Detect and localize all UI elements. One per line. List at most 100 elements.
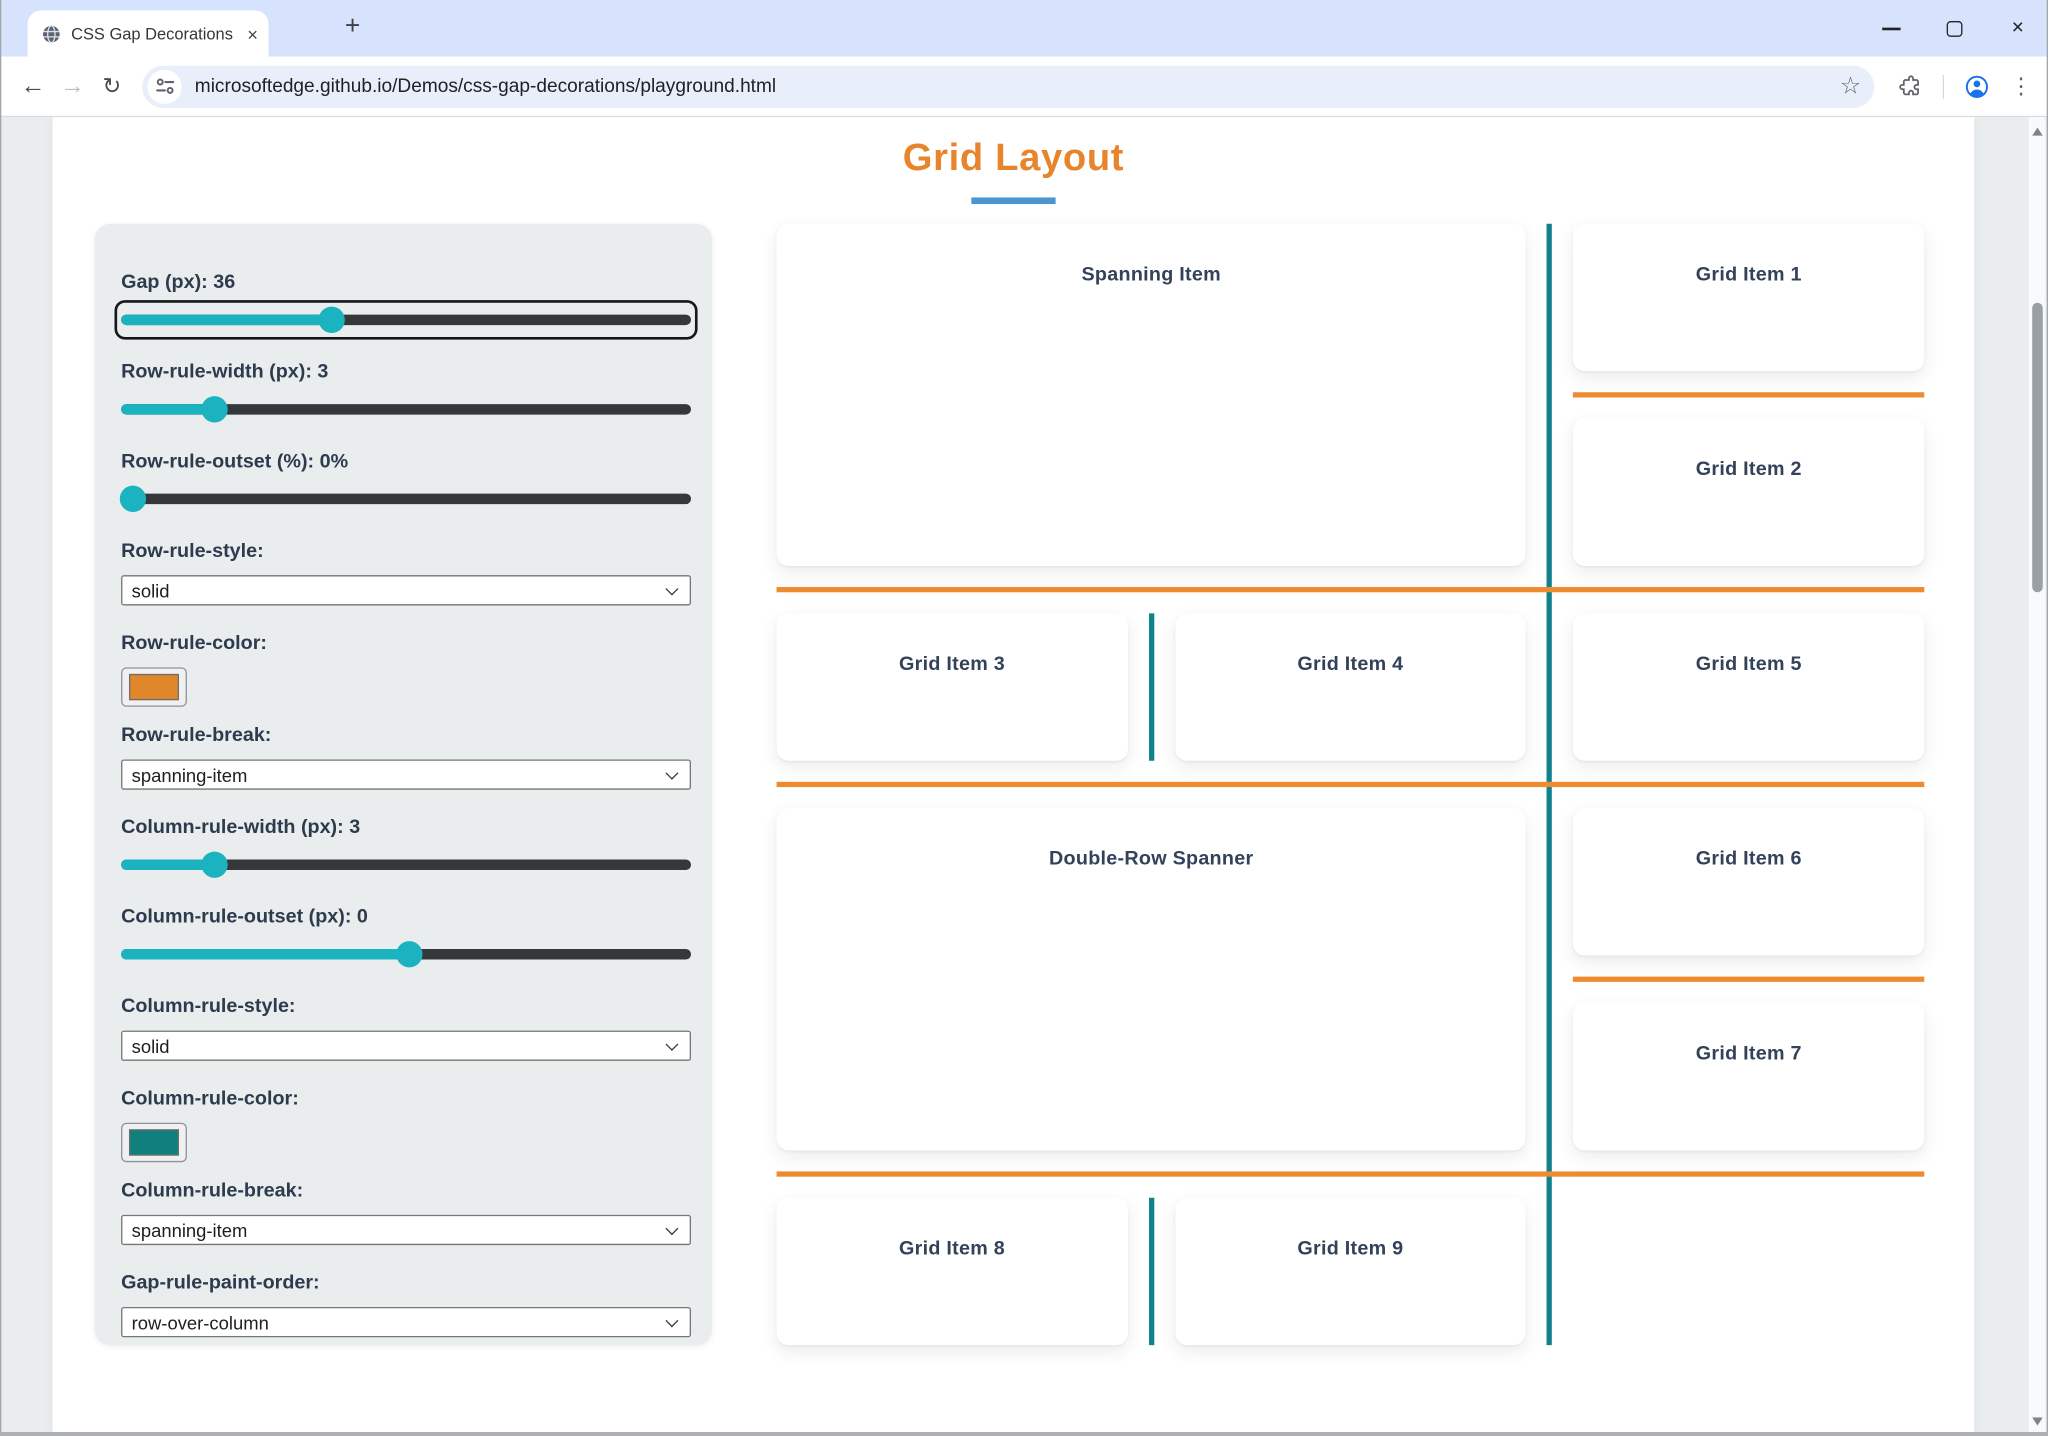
row-rule-color-picker-button[interactable] [121, 667, 187, 707]
row-rule-color-swatch [128, 673, 180, 701]
row-rule-break-value: spanning-item [131, 764, 248, 786]
new-tab-button[interactable]: + [344, 11, 361, 41]
scrollbar[interactable] [2026, 117, 2046, 1436]
row-rule [1572, 976, 1925, 982]
window-maximize-button[interactable] [1945, 19, 1963, 37]
row-rule-outset-slider-thumb[interactable] [119, 485, 146, 513]
row-rule-style-select[interactable]: solid [121, 575, 692, 606]
column-rule-break-label: Column-rule-break: [121, 1179, 304, 1202]
chevron-down-icon [665, 1314, 679, 1328]
row-rule [776, 781, 1925, 788]
browser-toolbar: ← → ↻ microsoftedge.github.io/Demos/css-… [0, 56, 2048, 118]
column-rule-color-label: Column-rule-color: [121, 1087, 299, 1110]
gap-rule-paint-order-label: Gap-rule-paint-order: [121, 1271, 320, 1294]
window-controls: × [1882, 0, 2048, 57]
column-rule-outset-slider-fill [121, 948, 409, 960]
back-icon[interactable]: ← [20, 71, 46, 100]
row-rule-outset-slider-track [121, 493, 692, 505]
column-rule-width-slider-track [121, 859, 692, 871]
column-rule-color-swatch [128, 1129, 180, 1156]
row-rule [776, 1171, 1925, 1177]
row-rule-width-label: Row-rule-width (px): 3 [121, 360, 329, 384]
toolbar-right-cluster: ⋮ [1898, 73, 2032, 99]
bookmark-star-icon[interactable]: ☆ [1839, 72, 1862, 99]
maximize-icon [1946, 20, 1963, 37]
gap-slider-thumb[interactable] [318, 306, 346, 333]
globe-favicon-icon [41, 23, 62, 44]
page-title: Grid Layout [902, 136, 1125, 180]
row-rule-break-select[interactable]: spanning-item [121, 759, 692, 790]
column-rule-width-slider-fill [121, 859, 216, 871]
tab-strip: CSS Gap Decorations playgroun × + × [0, 0, 2048, 57]
column-rule-outset-label: Column-rule-outset (px): 0 [121, 905, 368, 928]
window-close-button[interactable]: × [2011, 16, 2024, 39]
window-edge [0, 0, 2, 1436]
url-text: microsoftedge.github.io/Demos/css-gap-de… [194, 75, 777, 97]
menu-kebab-icon[interactable]: ⋮ [2009, 73, 2033, 99]
row-rule-width-slider[interactable] [121, 396, 692, 423]
row-rule-outset-slider[interactable] [119, 485, 692, 513]
column-rule-break-value: spanning-item [131, 1219, 248, 1241]
grid-item: Grid Item 9 [1174, 1197, 1526, 1346]
window-edge [0, 1432, 2048, 1436]
site-settings-icon[interactable] [147, 69, 182, 104]
column-rule-style-value: solid [131, 1035, 170, 1057]
reload-icon[interactable]: ↻ [102, 73, 122, 99]
grid-item: Grid Item 2 [1573, 418, 1925, 566]
row-rule-width-slider-thumb[interactable] [201, 396, 229, 423]
grid-item: Grid Item 3 [776, 613, 1128, 761]
row-rule [1572, 392, 1925, 398]
page-content: Grid Layout Gap (px): 36 Row-rule-width (… [0, 117, 2048, 1436]
forward-icon[interactable]: → [59, 71, 85, 100]
row-rule-style-label: Row-rule-style: [121, 539, 264, 563]
grid-item: Grid Item 6 [1573, 808, 1925, 956]
minimize-icon [1882, 26, 1901, 30]
column-rule [1149, 613, 1155, 761]
grid-item: Grid Item 1 [1573, 223, 1925, 372]
gap-rule-paint-order-value: row-over-column [131, 1311, 269, 1333]
scrollbar-thumb[interactable] [2031, 302, 2043, 593]
row-rule-style-value: solid [131, 579, 170, 601]
gap-rule-paint-order-select[interactable]: row-over-column [121, 1306, 692, 1338]
column-rule-width-label: Column-rule-width (px): 3 [121, 816, 361, 839]
title-underline [971, 197, 1056, 205]
column-rule [1149, 1197, 1155, 1346]
profile-avatar-icon[interactable] [1964, 73, 1990, 99]
column-rule-outset-slider[interactable] [121, 941, 692, 968]
gap-slider-fill [121, 314, 332, 326]
window-minimize-button[interactable] [1882, 19, 1901, 37]
gap-slider[interactable] [114, 300, 698, 340]
column-rule-break-select[interactable]: spanning-item [121, 1214, 692, 1246]
column-rule-style-select[interactable]: solid [121, 1030, 692, 1061]
scroll-up-arrow-icon[interactable] [2032, 127, 2043, 136]
scroll-down-arrow-icon[interactable] [2032, 1417, 2043, 1426]
window-edge [2046, 0, 2048, 1436]
row-rule-break-label: Row-rule-break: [121, 723, 272, 747]
gap-label: Gap (px): 36 [121, 271, 236, 294]
row-rule-width-slider-fill [121, 404, 216, 415]
grid-item: Spanning Item [776, 223, 1526, 566]
column-rule-color-picker-button[interactable] [121, 1122, 187, 1163]
browser-tab[interactable]: CSS Gap Decorations playgroun × [27, 10, 269, 57]
row-rule [776, 587, 1925, 593]
gap-slider-track [121, 314, 692, 326]
grid-item: Grid Item 8 [776, 1197, 1128, 1346]
column-rule-width-slider-thumb[interactable] [201, 851, 229, 878]
column-rule-outset-slider-thumb[interactable] [395, 941, 423, 968]
extensions-puzzle-icon[interactable] [1898, 74, 1923, 99]
grid-layout-demo: Spanning Item Grid Item 1 Grid Item 2 Grid … [776, 223, 1925, 1346]
page-sheet: Grid Layout Gap (px): 36 Row-rule-width (… [52, 117, 1975, 1436]
toolbar-divider [1942, 74, 1945, 99]
row-rule-outset-label: Row-rule-outset (%): 0% [121, 450, 349, 473]
chevron-down-icon [665, 1037, 679, 1051]
address-bar[interactable]: microsoftedge.github.io/Demos/css-gap-de… [142, 65, 1875, 108]
grid-item: Double-Row Spanner [776, 808, 1526, 1151]
controls-panel: Gap (px): 36 Row-rule-width (px): 3 Row-ru… [94, 223, 713, 1346]
grid-item: Grid Item 5 [1573, 613, 1925, 761]
column-rule-width-slider[interactable] [121, 851, 692, 878]
chevron-down-icon [665, 1222, 679, 1236]
row-rule-color-label: Row-rule-color: [121, 631, 267, 655]
column-rule-style-label: Column-rule-style: [121, 995, 296, 1018]
tab-close-icon[interactable]: × [247, 23, 258, 45]
